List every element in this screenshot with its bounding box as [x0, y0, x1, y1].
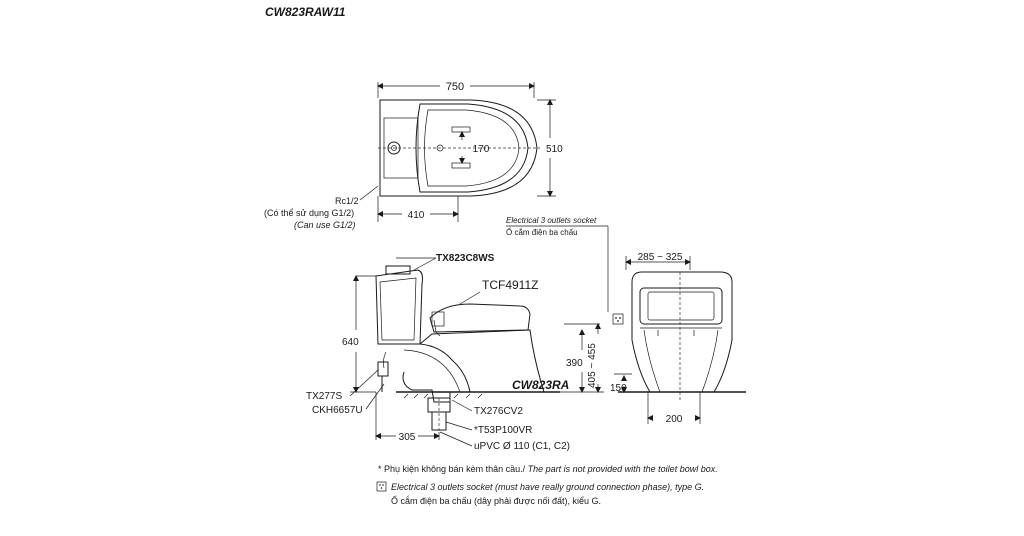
outlet-label-vi: Ổ cắm điện ba chấu — [506, 228, 578, 237]
note-1: * Phụ kiện không bán kèm thân cầu./ The … — [378, 464, 718, 474]
seat-lid — [429, 303, 531, 333]
front-view: 285 ~ 325 150 200 — [610, 252, 746, 425]
dim-rough-in-305: 305 — [399, 432, 416, 443]
hose-part-label: CKH6657U — [312, 405, 363, 416]
note-2-vi: Ổ cắm điện ba chấu (dây phải được nối đấ… — [391, 495, 601, 506]
dim-bolt-170: 170 — [473, 144, 490, 155]
dim-range-285-325: 285 ~ 325 — [638, 252, 683, 263]
dim-width-200: 200 — [666, 414, 683, 425]
dim-outlet-405-455: 405 ~ 455 — [587, 343, 598, 388]
tank-part-label: TX823C8WS — [436, 253, 495, 264]
top-view: 750 170 510 410 Rc1/2 (Có — [264, 81, 563, 230]
pipe-part-label: *T53P100VR — [474, 425, 532, 436]
outlet-label-en: Electrical 3 outlets socket — [506, 216, 597, 225]
dim-depth-510: 510 — [546, 144, 563, 155]
socket-icon — [376, 481, 387, 492]
side-view: 640 TX823C8WS T — [306, 253, 604, 452]
rc-note-vi: (Có thể sử dụng G1/2) — [264, 208, 354, 218]
flange-part-label: TX276CV2 — [474, 406, 523, 417]
note-2-en: Electrical 3 outlets socket (must have r… — [391, 482, 704, 492]
valve-part-label: TX277S — [306, 391, 342, 402]
front-panel — [639, 287, 723, 325]
model-code: CW823RAW11 — [265, 5, 346, 19]
dim-width-750: 750 — [446, 81, 464, 93]
outlet-callout: Electrical 3 outlets socket Ổ cắm điện b… — [506, 216, 624, 325]
dim-height-640: 640 — [342, 337, 359, 348]
dim-height-150: 150 — [610, 383, 627, 394]
notes: * Phụ kiện không bán kèm thân cầu./ The … — [376, 464, 718, 506]
upvc-label: uPVC Ø 110 (C1, C2) — [474, 441, 570, 452]
front-body-outline — [631, 271, 733, 393]
dim-seat-390: 390 — [566, 358, 583, 369]
rc-note-en: (Can use G1/2) — [294, 220, 356, 230]
bowl-part-label: CW823RA — [512, 378, 569, 392]
rc-label: Rc1/2 — [335, 196, 359, 206]
seat-part-label: TCF4911Z — [482, 278, 538, 292]
dim-inlet-410: 410 — [408, 210, 425, 221]
outlet-socket-icon — [612, 313, 624, 325]
top-bowl-outline — [379, 99, 538, 197]
bowl-outline — [418, 329, 545, 393]
tank-outline — [375, 269, 423, 345]
